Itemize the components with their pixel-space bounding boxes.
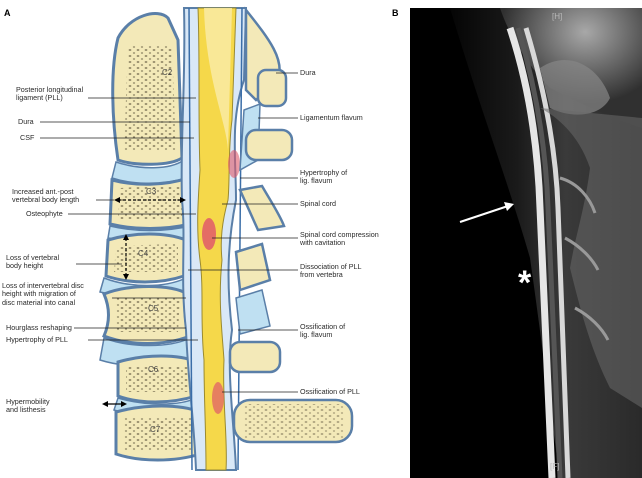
label-ossification-pll: Ossification of PLL	[300, 387, 360, 396]
label-dura-right: Dura	[300, 68, 316, 77]
vertebra-label-c6: C6	[148, 365, 159, 374]
vertebra-label-c4: C4	[138, 249, 149, 258]
mri-bottom-marker: [F]	[550, 462, 560, 471]
label-ossification-flavum: Ossification of lig. flavum	[300, 322, 346, 340]
label-loss-disc-height: Loss of intervertebral disc height with …	[2, 281, 84, 307]
label-pll: Posterior longitudinal ligament (PLL)	[16, 85, 84, 103]
panel-a-letter: A	[4, 8, 11, 18]
ossification-lesion	[212, 382, 224, 414]
listhesis-arrow	[102, 401, 127, 407]
label-loss-body-height: Loss of vertebral body height	[6, 253, 60, 271]
label-osteophyte: Osteophyte	[26, 209, 63, 218]
spinal-canal	[180, 7, 248, 471]
label-increased-length: Increased ant.-post vertebral body lengt…	[12, 187, 80, 205]
leader-lines-left	[40, 97, 198, 341]
vertebra-label-c3: C3	[146, 187, 157, 196]
c2-lamina	[256, 68, 288, 108]
label-ligamentum-flavum: Ligamentum flavum	[300, 113, 363, 122]
vertebra-label-c2: C2	[162, 68, 173, 77]
label-hypertrophy-flavum: Hypertrophy of lig. flavum	[300, 168, 348, 186]
label-dura-left: Dura	[18, 117, 34, 126]
label-cord-compression: Spinal cord compression with cavitation	[300, 230, 379, 248]
label-hypermobility: Hypermobility and listhesis	[6, 397, 50, 415]
label-csf: CSF	[20, 133, 35, 142]
panel-b-letter: B	[392, 8, 399, 18]
mri-asterisk: *	[518, 264, 532, 302]
c3-lamina	[244, 128, 294, 162]
vertebra-label-c7: C7	[150, 425, 161, 434]
posterior-elements	[228, 6, 354, 444]
mri-arrow-head	[504, 202, 514, 211]
leader-lines-right	[188, 72, 298, 393]
vertebral-bodies	[99, 12, 202, 462]
mri-arrow-shaft	[459, 205, 509, 223]
cavitation-lesion	[202, 218, 216, 250]
vertebra-label-c5: C5	[148, 304, 159, 313]
mri-scan	[410, 8, 642, 478]
mri-top-marker: [H]	[552, 12, 563, 21]
hypertrophy-lesion	[228, 150, 240, 178]
mri-image: [H] [F] *	[410, 8, 642, 478]
c3-length-arrow	[114, 197, 186, 203]
c6-lamina	[228, 340, 282, 374]
label-pll-dissociation: Dissociation of PLL from vertebra	[300, 262, 362, 280]
label-spinal-cord: Spinal cord	[300, 199, 336, 208]
label-hourglass: Hourglass reshaping	[6, 323, 72, 332]
label-hypertrophy-pll: Hypertrophy of PLL	[6, 335, 68, 344]
c4-height-arrow	[123, 234, 129, 280]
